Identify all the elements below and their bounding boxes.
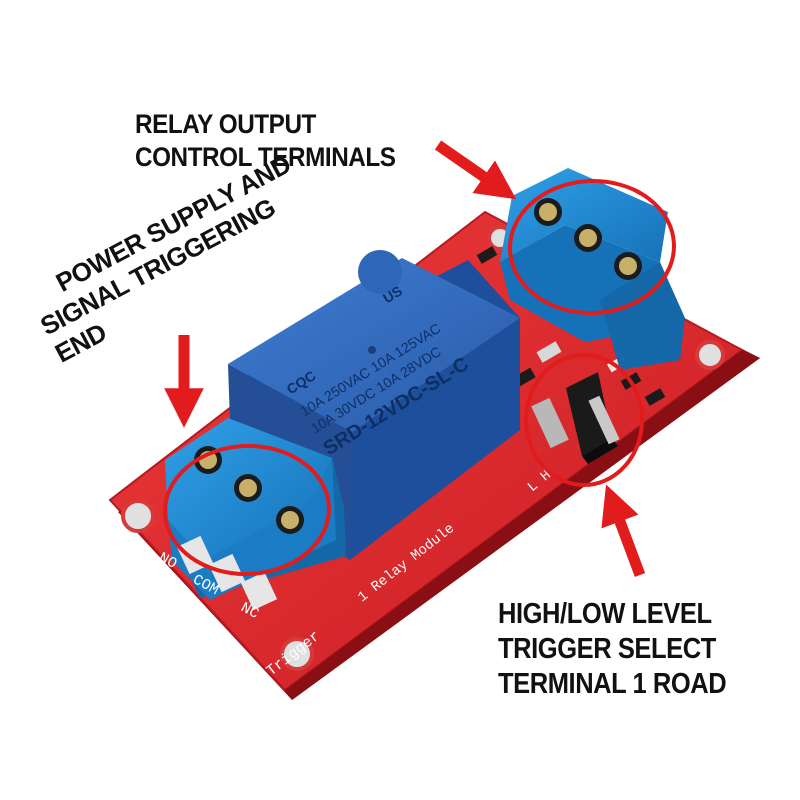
jumper-highlight	[524, 353, 644, 487]
callout-line: TERMINAL 1 ROAD	[498, 668, 727, 700]
power-terminal-highlight	[163, 443, 331, 577]
mounting-hole	[280, 637, 314, 671]
mounting-hole	[121, 499, 155, 533]
relay-output-callout: RELAY OUTPUT CONTROL TERMINALS	[135, 108, 396, 174]
callout-line: TRIGGER SELECT	[498, 633, 716, 665]
terminal-label-no: NO	[156, 549, 180, 572]
mounting-hole	[695, 340, 725, 370]
output-terminal-highlight	[508, 178, 676, 316]
annotation-arrows	[164, 140, 646, 577]
callout-line: CONTROL TERMINALS	[135, 142, 396, 172]
callout-line: HIGH/LOW LEVEL	[498, 598, 712, 630]
output-terminal-block	[500, 168, 685, 370]
trigger-select-callout: HIGH/LOW LEVEL TRIGGER SELECT TERMINAL 1…	[498, 597, 727, 702]
arrow-to-jumper	[601, 484, 646, 577]
arrow-to-output-terminals	[434, 140, 517, 200]
callout-line: RELAY OUTPUT	[135, 109, 316, 139]
trigger-jumper	[531, 372, 620, 464]
annotation-marks	[163, 178, 676, 577]
module-silkscreen-line1: High/Low Level Trigger	[157, 628, 324, 763]
terminal-label-nc: NC	[238, 599, 262, 622]
